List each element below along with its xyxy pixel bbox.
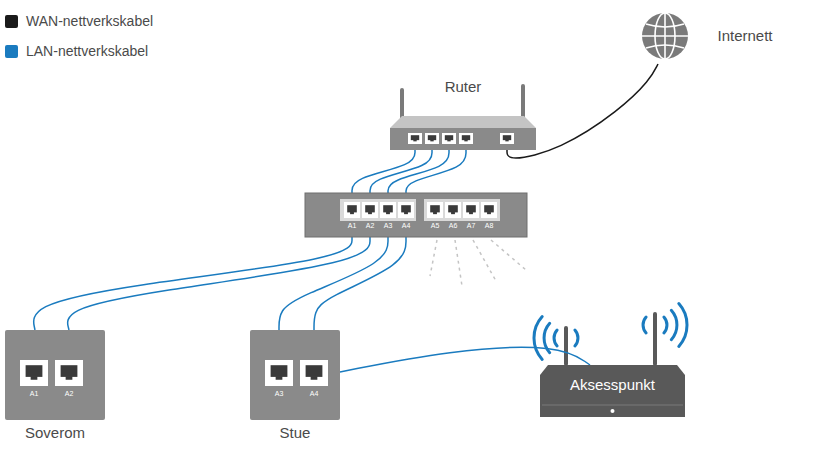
internet-globe: Internett [640, 8, 810, 64]
port-label: A4 [304, 390, 324, 398]
node-label: Stue [252, 424, 338, 441]
port-label: A1 [344, 222, 360, 230]
port-label: A4 [398, 222, 414, 230]
wall-outlet: Stue A3 A4 [250, 330, 340, 442]
patch-panel-shape [305, 193, 527, 237]
port-label: A8 [481, 222, 497, 230]
lan-cable [68, 237, 370, 330]
lan-cable [314, 237, 406, 330]
legend-row: LAN-nettverkskabel [5, 36, 153, 66]
legend-swatch [5, 45, 18, 58]
unused-port-fan [430, 240, 526, 286]
router: Ruter [388, 76, 538, 150]
legend-text: LAN-nettverkskabel [26, 43, 148, 59]
port-label: A1 [24, 390, 44, 398]
wall-outlet: Soverom A1 A2 [5, 330, 105, 442]
port-label: A3 [269, 390, 289, 398]
lan-cable [388, 150, 449, 193]
port-label: A2 [362, 222, 378, 230]
lan-cable [279, 237, 388, 330]
legend: WAN-nettverkskabelLAN-nettverkskabel [5, 6, 153, 66]
legend-swatch [5, 15, 18, 28]
port-label: A3 [380, 222, 396, 230]
node-label: Ruter [433, 78, 493, 95]
access-point: Aksesspunkt [540, 365, 685, 417]
node-label: Internett [700, 27, 790, 44]
port-label: A2 [59, 390, 79, 398]
legend-text: WAN-nettverkskabel [26, 13, 153, 29]
lan-cable [34, 237, 352, 330]
patch-panel: A1A2A3A4 A5A6A7A8 [305, 193, 527, 237]
port-label: A7 [463, 222, 479, 230]
lan-cable [406, 150, 466, 193]
port-label: A6 [445, 222, 461, 230]
node-label: Aksesspunkt [548, 376, 678, 393]
port-label: A5 [427, 222, 443, 230]
legend-row: WAN-nettverkskabel [5, 6, 153, 36]
node-label: Soverom [7, 424, 103, 441]
wifi-waves [534, 304, 687, 360]
